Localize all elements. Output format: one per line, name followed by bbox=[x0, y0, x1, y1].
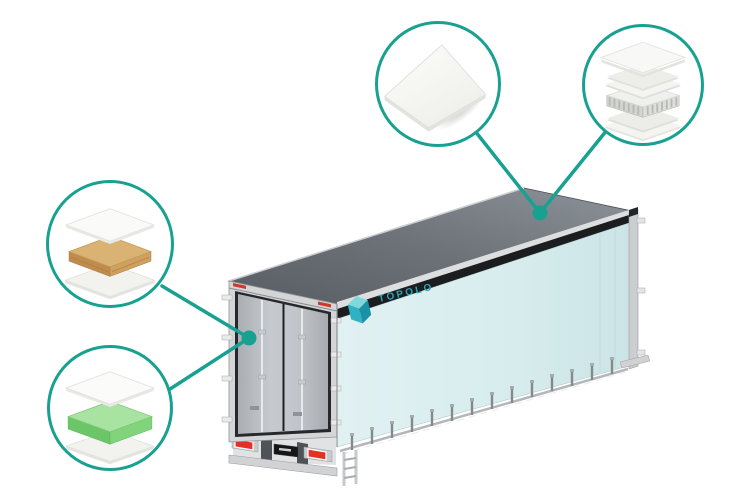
callout-foam-panel bbox=[47, 345, 173, 471]
foam-core bbox=[66, 400, 154, 445]
door-hinges bbox=[221, 294, 342, 426]
front-corner-post bbox=[619, 207, 651, 370]
rear-marker-right bbox=[318, 301, 331, 308]
connector-honeycomb-to-roof bbox=[538, 128, 609, 215]
plywood-core bbox=[67, 235, 153, 277]
foam-core-sandwich-panel-icon bbox=[64, 371, 156, 465]
callout-dot-rear-door bbox=[241, 330, 257, 346]
flat-composite-panel-icon bbox=[383, 44, 487, 132]
callout-plywood-panel bbox=[46, 180, 174, 308]
taillight-right bbox=[307, 448, 327, 461]
connector-flat-to-roof bbox=[473, 129, 542, 215]
trailer-roof bbox=[227, 187, 634, 319]
curtain-top-black-stripe bbox=[337, 214, 632, 319]
trailer-rear-doors bbox=[221, 280, 358, 486]
rear-bumper-bar bbox=[228, 454, 338, 477]
roof-side-rail bbox=[337, 209, 632, 309]
callout-connectors bbox=[160, 128, 609, 393]
rear-ladder bbox=[342, 450, 358, 486]
trailer-curtain-side bbox=[336, 207, 651, 455]
curtain-buckles bbox=[350, 357, 614, 450]
callout-honeycomb-panel bbox=[582, 24, 704, 146]
curtain-bottom-rail bbox=[339, 367, 629, 453]
callout-flat-panel bbox=[375, 21, 501, 147]
honeycomb-sandwich-panel-icon bbox=[599, 41, 687, 142]
door-handle-left bbox=[250, 406, 259, 410]
door-handle-right bbox=[293, 412, 302, 416]
callout-dot-roof bbox=[532, 205, 548, 221]
rear-marker-left bbox=[233, 283, 246, 289]
connector-plywood-to-door bbox=[160, 284, 251, 340]
connector-foam-to-door bbox=[165, 336, 251, 393]
plywood-core-sandwich-panel-icon bbox=[64, 208, 156, 300]
